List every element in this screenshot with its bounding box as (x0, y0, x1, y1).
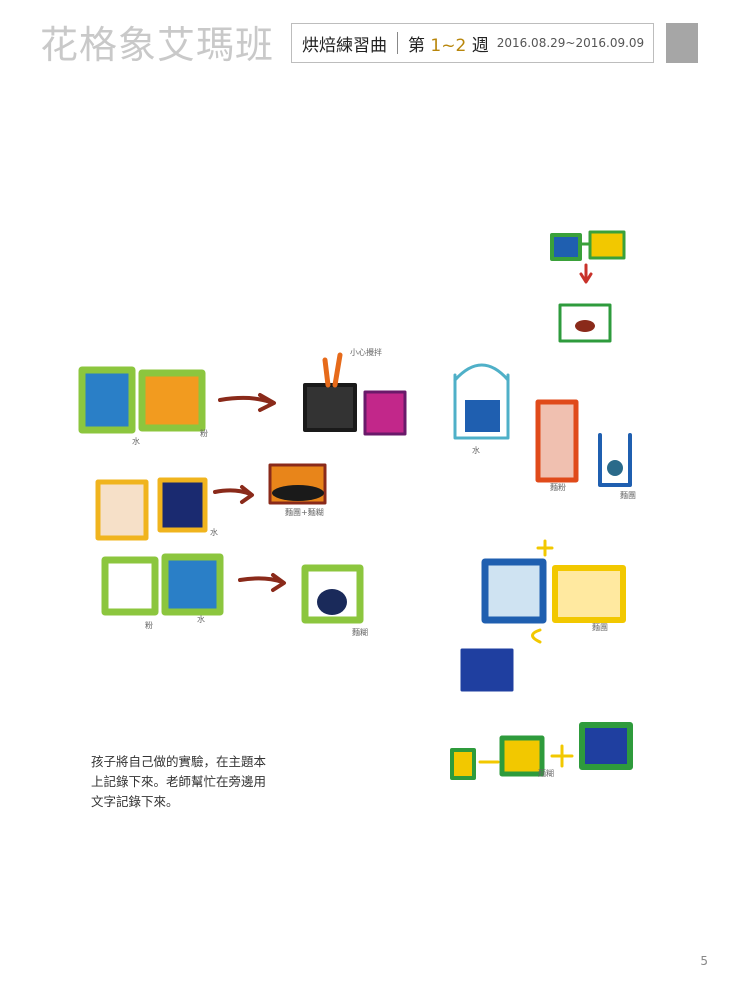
week-suffix: 週 (471, 35, 489, 56)
drawing-label: 小心攪拌 (350, 347, 382, 357)
drawing-label: 水 (197, 614, 205, 624)
week-prefix: 第 (408, 35, 425, 56)
drawing-label: 粉 (200, 428, 208, 438)
header-divider (397, 32, 398, 54)
caption-line: 文字記錄下來。 (91, 794, 179, 809)
date-range: 2016.08.29~2016.09.09 (496, 36, 645, 50)
drawing-label: 水 (210, 527, 218, 537)
drawing-row-1 (78, 352, 407, 436)
drawing-bottom-row (450, 722, 633, 780)
drawing-label: 水 (472, 445, 480, 455)
unit-title: 烘焙練習曲 (302, 35, 387, 56)
week-number: 1~2 (430, 35, 467, 56)
drawing-middle-right (453, 363, 632, 487)
drawing-row-3 (101, 553, 364, 624)
child-drawing: 小心攪拌 水 粉 麵團+麵糊 水 粉 水 麵糊 水 麵粉 麵團 麵團 麵糊 (78, 230, 636, 780)
caption-line: 上記錄下來。老師幫忙在旁邊用 (91, 774, 267, 789)
header-gray-tab (666, 23, 698, 63)
week-label: 第 1~2 週 (408, 31, 489, 56)
drawing-label: 麵團 (620, 490, 636, 500)
class-name: 花格象艾瑪班 (40, 23, 275, 67)
page-number: 5 (700, 954, 708, 968)
unit-header: 烘焙練習曲 第 1~2 週 2016.08.29~2016.09.09 (291, 23, 654, 63)
caption: 孩子將自己做的實驗，在主題本 上記錄下來。老師幫忙在旁邊用 文字記錄下來。 (91, 752, 291, 812)
drawing-label: 麵粉 (550, 482, 566, 492)
drawing-label: 麵團 (592, 622, 608, 632)
drawing-label: 水 (132, 436, 140, 446)
drawing-top-right (550, 230, 626, 343)
drawing-label: 麵團+麵糊 (285, 507, 324, 517)
drawing-label: 麵糊 (352, 627, 368, 637)
drawing-lower-right (460, 539, 626, 692)
drawing-row-2 (95, 463, 327, 541)
drawing-label: 粉 (145, 620, 153, 630)
drawing-label: 麵糊 (538, 768, 554, 778)
caption-line: 孩子將自己做的實驗，在主題本 (91, 754, 267, 769)
